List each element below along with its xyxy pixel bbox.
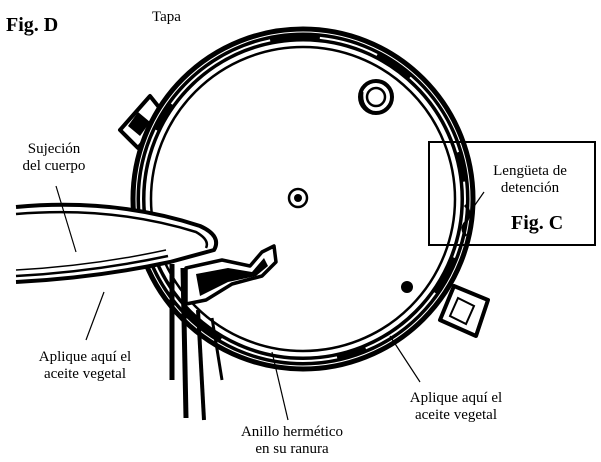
lid-handle-upper-left-inner: [128, 112, 150, 136]
label-body-clamp-line1: Sujeción: [27, 141, 81, 157]
label-apply-oil-right-line1: Aplique aquí el: [409, 390, 503, 406]
label-stop-tab-line2: detención: [500, 180, 560, 196]
body-wall-3: [196, 309, 206, 421]
label-apply-oil-right: Aplique aquí el aceite vegetal: [390, 390, 522, 424]
label-apply-oil-left-line1: Aplique aquí el: [38, 349, 132, 365]
pressure-valve-shadow: [360, 91, 375, 115]
lid-rivet: [401, 281, 413, 293]
body-wall-4: [210, 317, 224, 381]
leader-stop-tab: [467, 191, 485, 216]
label-apply-oil-left: Aplique aquí el aceite vegetal: [20, 349, 150, 383]
lid-lock-bracket-shade: [196, 258, 268, 296]
leader-apply-oil-right: [389, 335, 421, 383]
fig-c-inset-box: [428, 141, 596, 246]
leader-gasket: [271, 351, 289, 421]
label-apply-oil-right-line2: aceite vegetal: [414, 407, 498, 423]
label-apply-oil-left-line2: aceite vegetal: [43, 366, 127, 382]
gasket-ring-highlight: [140, 36, 466, 362]
stop-tab-notch: [461, 203, 471, 237]
pressure-valve-inner: [365, 86, 387, 108]
body-clamp-groove: [15, 254, 169, 278]
center-knob-inner: [294, 194, 302, 202]
figure-c-title: Fig. C: [511, 212, 564, 234]
label-gasket: Anillo hermético en su ranura: [222, 424, 362, 458]
label-gasket-line1: Anillo hermético: [240, 424, 344, 440]
label-stop-tab-line1: Lengüeta de: [493, 163, 567, 179]
body-wall-2: [180, 267, 189, 419]
leader-apply-oil-left: [85, 291, 105, 341]
label-stop-tab: Lengüeta de detención: [472, 163, 588, 197]
figure-d-title: Fig. D: [6, 14, 59, 36]
lid-handle-lower-right-inner: [448, 296, 476, 326]
label-lid: Tapa: [152, 9, 181, 25]
body-clamp-groove-2: [15, 249, 167, 271]
label-body-clamp: Sujeción del cuerpo: [6, 141, 102, 175]
label-body-clamp-line2: del cuerpo: [22, 158, 86, 174]
leader-body-clamp: [55, 185, 77, 253]
label-gasket-line2: en su ranura: [255, 441, 329, 457]
body-clamp-lip: [15, 210, 209, 249]
